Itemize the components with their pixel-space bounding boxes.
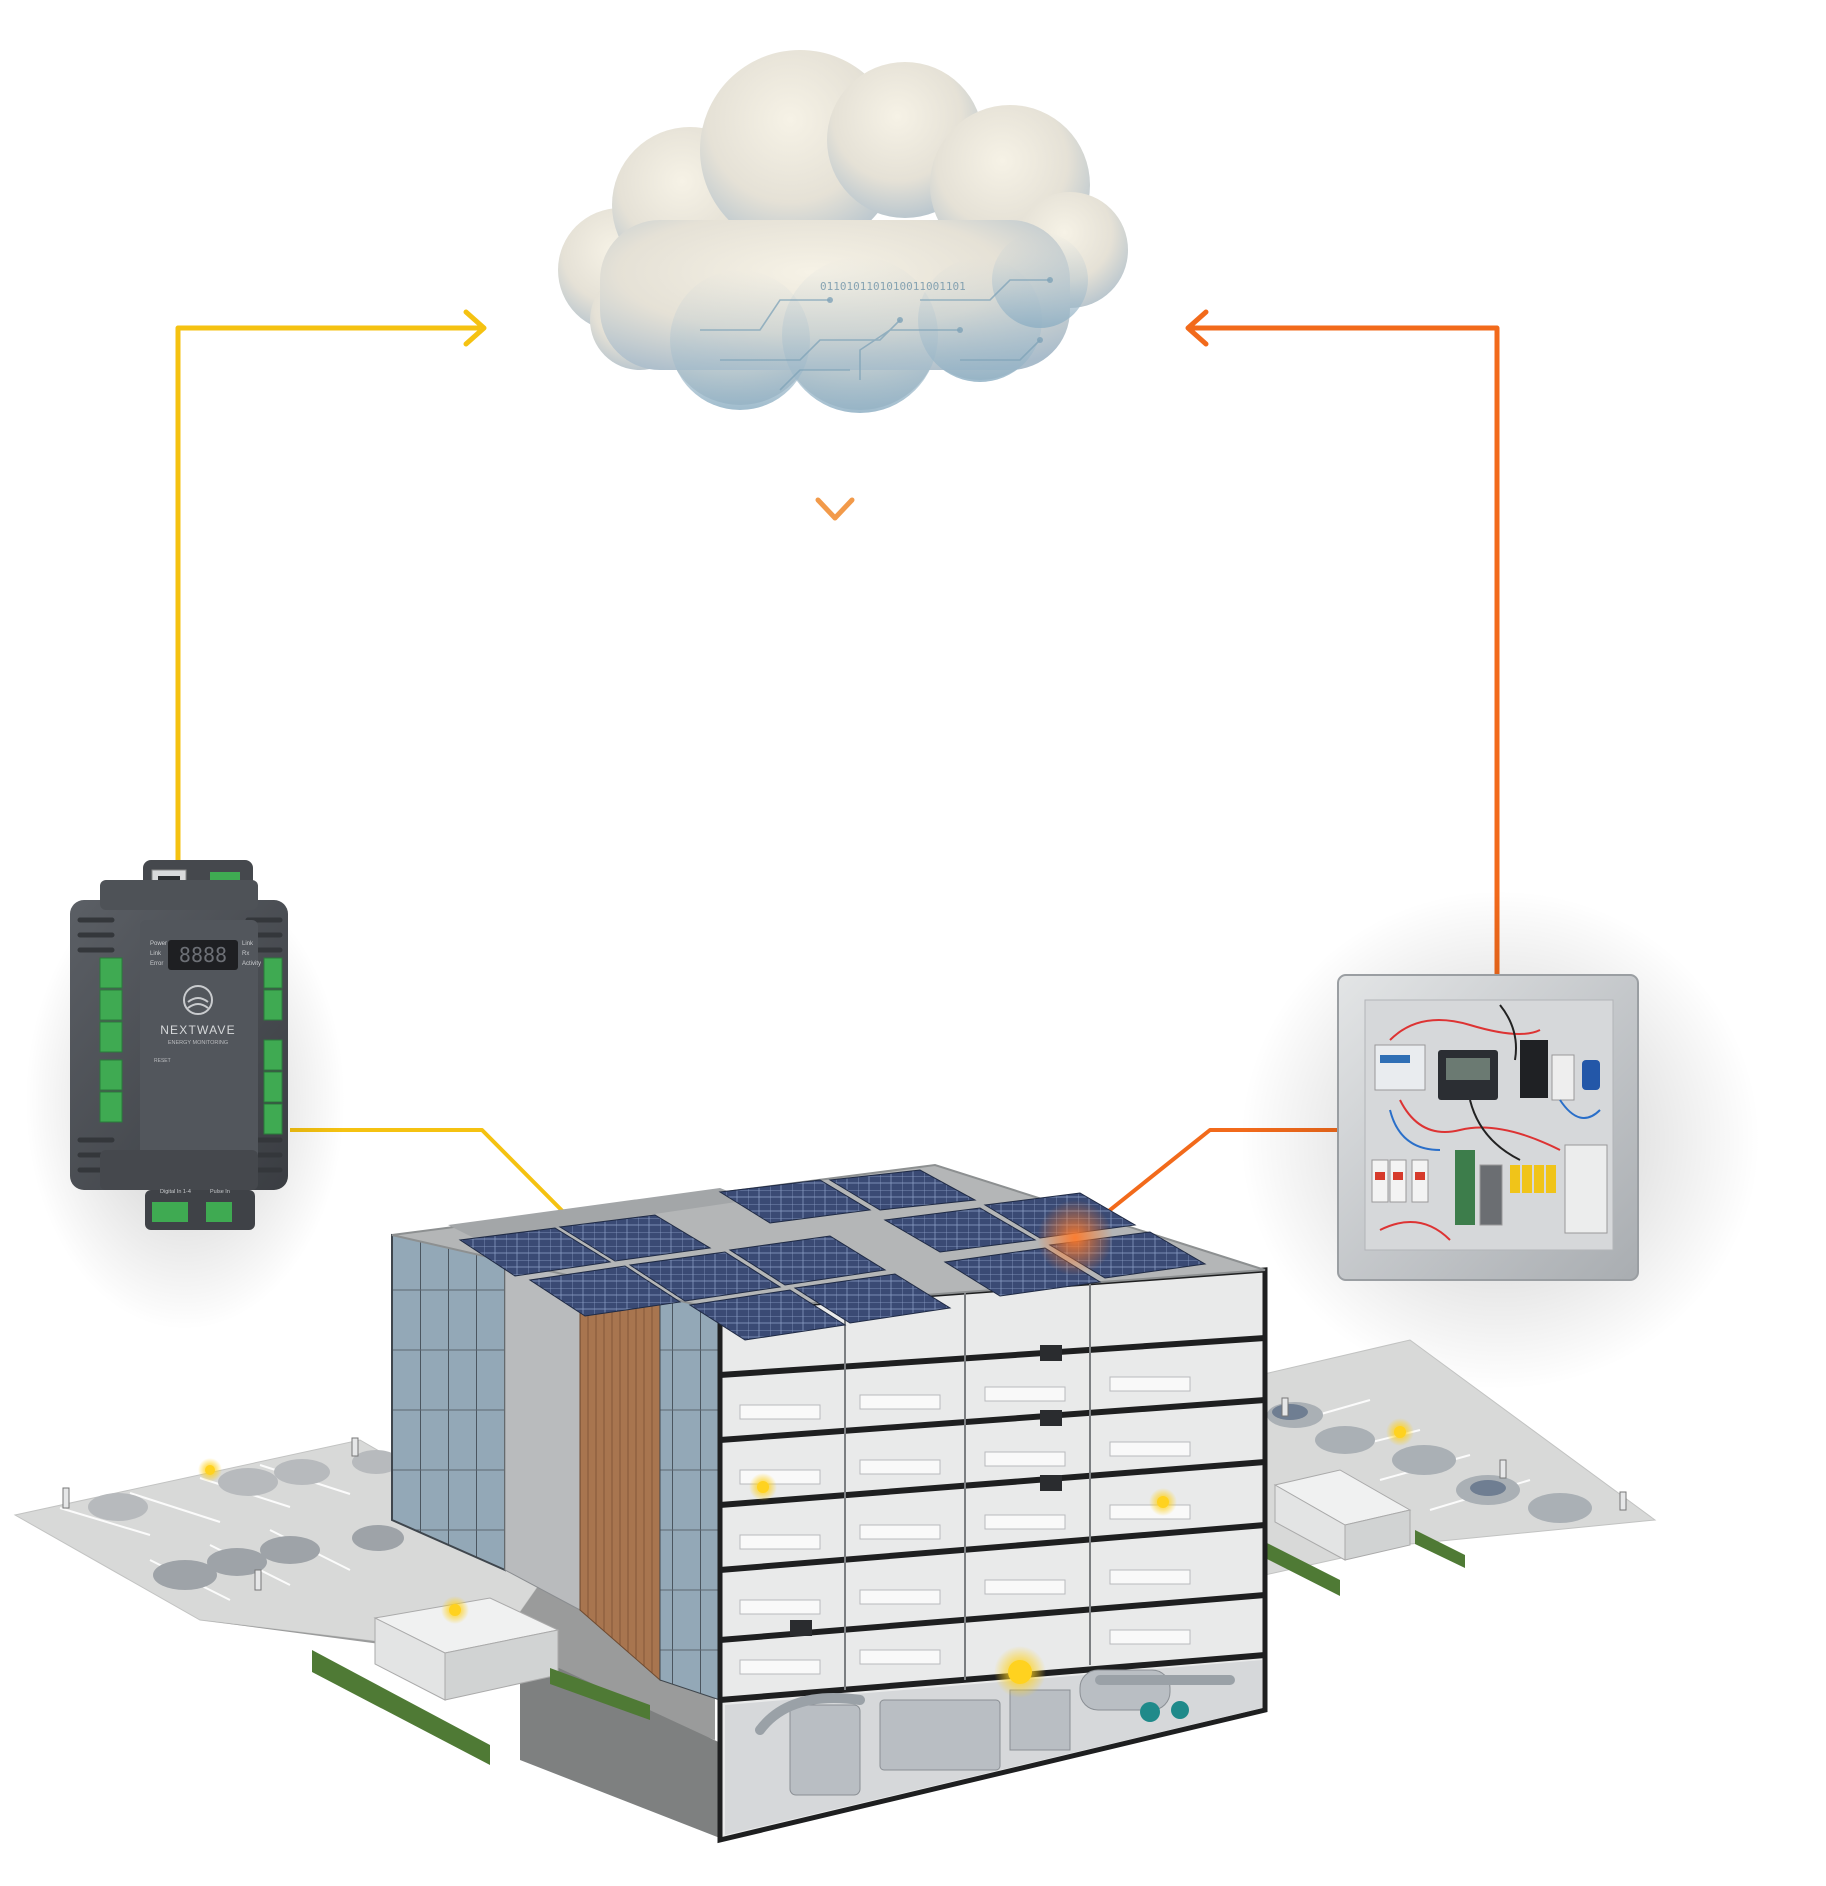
orange-arrow-head-icon (1185, 309, 1209, 347)
office-desks (739, 1376, 1191, 1675)
circuit-traces (700, 279, 1050, 391)
status-label: Link (150, 951, 162, 957)
panel-components (1371, 1040, 1608, 1234)
battery-storage-right (1273, 1469, 1412, 1561)
ev-chargers (62, 1397, 1627, 1591)
status-label: Power (150, 941, 167, 947)
roof-monitoring-point-icon (1037, 1200, 1113, 1276)
reset-label: RESET (154, 1058, 171, 1064)
led-display-digits: 8888 (179, 943, 227, 967)
device-brand: NEXTWAVE (160, 1023, 236, 1037)
parked-cars (88, 1402, 1592, 1590)
panel-wiring (1379, 1004, 1601, 1241)
bottom-left-label: Digital In 1-4 (160, 1189, 191, 1195)
digital-input-terminal (152, 1202, 188, 1222)
cloud-icon: 0110101101010011001101 (558, 50, 1128, 413)
nextwave-logo-icon (183, 985, 213, 1015)
down-arrow-icon (815, 497, 855, 521)
electrical-panel (1240, 890, 1760, 1390)
status-label: Rx (242, 951, 249, 957)
building-foundation (520, 1650, 725, 1840)
right-terminal-block (263, 957, 283, 1135)
bottom-right-label: Pulse In (210, 1189, 230, 1195)
floor-slabs (719, 1335, 1266, 1703)
pulse-input-terminal (206, 1202, 232, 1222)
cloud-binary-text: 0110101101010011001101 (820, 280, 966, 293)
metering-points (198, 1418, 1414, 1698)
status-label: Activity (242, 961, 261, 967)
battery-storage-left (373, 1597, 560, 1701)
left-terminal-block (99, 957, 123, 1123)
led-display (168, 940, 238, 970)
meter-display (1446, 1058, 1490, 1080)
wood-cladding (579, 1261, 661, 1682)
status-label: Link (242, 941, 254, 947)
glass-facade-west (391, 1233, 506, 1572)
orange-uplink-line (1190, 325, 1500, 975)
status-label: Error (150, 961, 163, 967)
energy-monitor-device: 8888 Power Link Error Link Rx Activity N… (25, 860, 345, 1330)
yellow-arrow-head-icon (463, 309, 487, 347)
solar-panels (458, 1169, 1207, 1341)
yellow-uplink-line (175, 325, 480, 880)
device-subtitle: ENERGY MONITORING (168, 1040, 228, 1046)
mechanical-room (725, 1660, 1262, 1835)
commercial-building (13, 1163, 1657, 1844)
